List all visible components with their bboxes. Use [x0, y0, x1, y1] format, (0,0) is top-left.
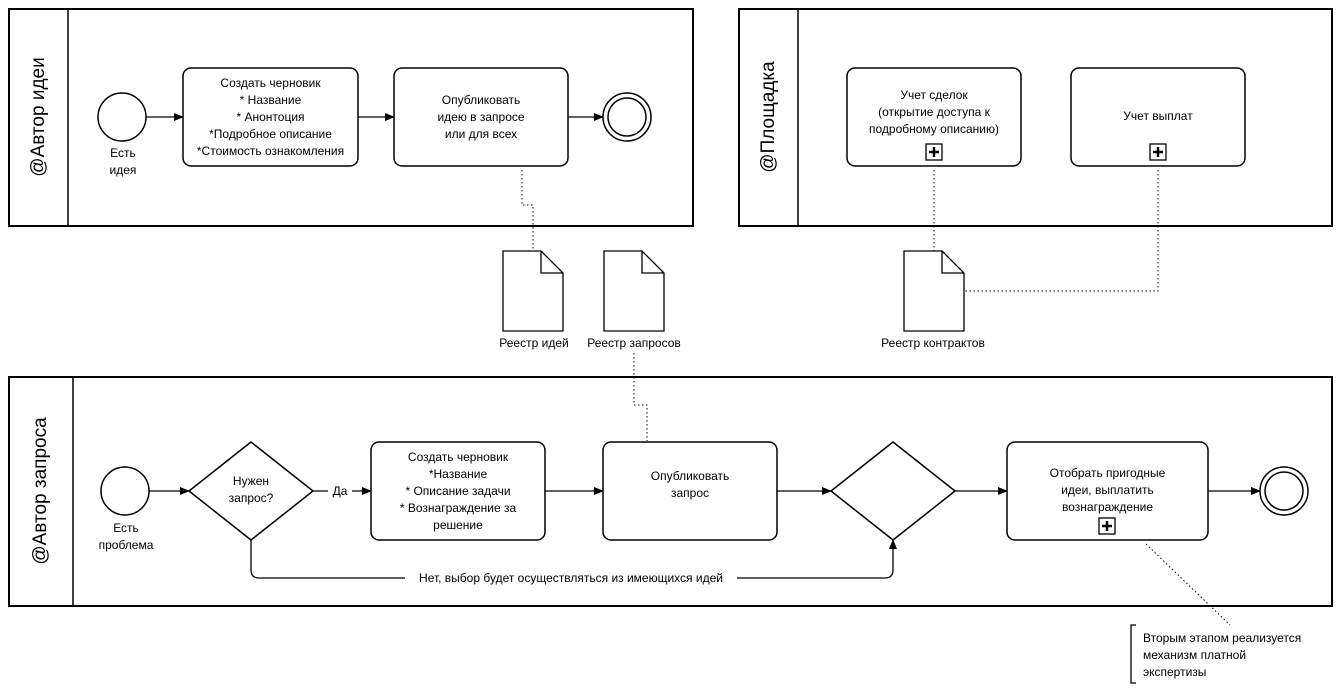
request-start-label: Есть проблема [98, 521, 154, 552]
plus-icon [925, 143, 943, 161]
association-payments-to-contracts [964, 170, 1159, 292]
association-publish-idea-to-registry [521, 170, 534, 251]
contract-registry-document-icon[interactable] [903, 250, 965, 332]
lane-title-platform: @Площадка [758, 61, 779, 173]
idea-start-event[interactable] [97, 92, 147, 142]
contract-registry-label: Реестр контрактов [881, 335, 985, 350]
platform-payments-label: Учет выплат [1123, 108, 1193, 123]
request-draft-label: Создать черновик *Название * Описание за… [399, 449, 517, 532]
idea-registry-label: Реестр идей [499, 335, 569, 350]
idea-end-event[interactable] [602, 92, 652, 142]
request-registry-label: Реестр запросов [587, 335, 681, 350]
lane-title-request-author: @Автор запроса [30, 417, 51, 565]
idea-start-label: Есть идея [109, 146, 137, 177]
text-annotation-bracket [1130, 624, 1136, 684]
platform-deals-subprocess[interactable] [846, 67, 1022, 167]
platform-payments-subprocess[interactable] [1070, 67, 1246, 167]
request-publish-label: Опубликовать запрос [650, 469, 730, 500]
lane-title-idea-author: @Автор идеи [28, 57, 49, 177]
plus-icon [1098, 517, 1116, 535]
text-annotation: Вторым этапом реализуется механизм платн… [1143, 630, 1333, 681]
platform-deals-label: Учет сделок (открытие доступа к подробно… [868, 87, 1000, 136]
association-select-to-annotation [1145, 543, 1231, 626]
idea-draft-label: Создать черновик * Название * Анонтоция … [196, 75, 345, 158]
flow-no-label: Нет, выбор будет осуществляться из имеющ… [405, 569, 737, 587]
idea-registry-document-icon[interactable] [502, 250, 564, 332]
annotation-text: Вторым этапом реализуется механизм платн… [1143, 631, 1302, 679]
request-end-event[interactable] [1259, 466, 1309, 516]
request-registry-document-icon[interactable] [603, 250, 665, 332]
request-start-event[interactable] [100, 466, 150, 516]
gateway-question-label: Нужен запрос? [228, 474, 274, 505]
plus-icon [1149, 143, 1167, 161]
flow-yes-label: Да [328, 482, 352, 500]
idea-publish-label: Опубликовать идею в запросе или для всех [437, 92, 525, 141]
request-select-label: Отобрать пригодные идеи, выплатить возна… [1049, 465, 1166, 514]
